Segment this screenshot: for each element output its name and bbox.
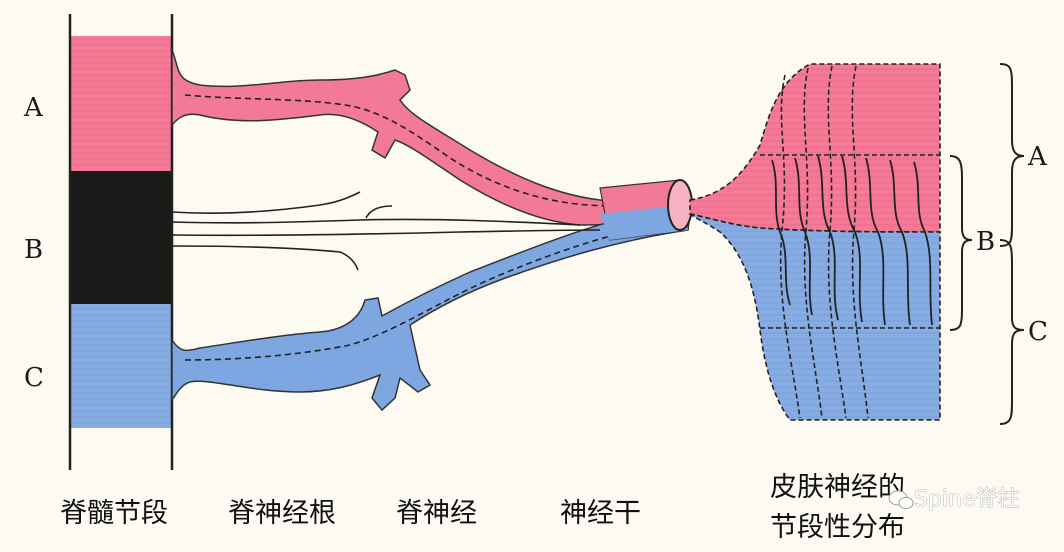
black-root-upper <box>171 191 361 214</box>
trunk-blue-half <box>600 205 688 240</box>
watermark: Spine脊柱 <box>888 487 1020 512</box>
caption-nerve-root: 脊神经根 <box>228 498 336 529</box>
brace-b <box>949 155 973 331</box>
brace-label-a: A <box>1027 142 1048 172</box>
brace-c <box>999 239 1025 425</box>
pink-dashed-axon <box>184 94 691 207</box>
brace-a <box>999 63 1025 247</box>
skin-blue-region <box>689 213 941 421</box>
right-braces <box>949 63 1025 425</box>
segment-label-c: C <box>24 363 44 393</box>
nerve-trunk <box>599 179 693 241</box>
caption-skin-line1: 皮肤神经的 <box>770 472 905 503</box>
wechat-icon <box>888 490 914 509</box>
skin-nerve-lines <box>771 155 933 326</box>
brace-label-c: C <box>1028 317 1048 347</box>
black-root-mid <box>171 229 601 237</box>
spinal-segments <box>68 14 174 470</box>
segment-label-a: A <box>23 93 44 123</box>
skin-dashed-lines <box>779 65 869 419</box>
caption-nerve-trunk: 神经干 <box>560 498 641 529</box>
watermark-text: Spine脊柱 <box>914 487 1020 512</box>
segment-label-b: B <box>24 235 43 265</box>
skin-distribution <box>689 63 941 421</box>
segment-a-block <box>70 36 172 171</box>
nerve-path-c <box>171 207 691 412</box>
brace-label-b: B <box>976 227 995 257</box>
trunk-end-cap <box>667 179 693 231</box>
black-root-upper-2 <box>171 218 581 226</box>
caption-spinal-nerve: 脊神经 <box>396 498 477 529</box>
segment-c-block <box>70 304 172 428</box>
black-branch <box>365 205 393 219</box>
nerve-path-b <box>171 191 601 271</box>
skin-pink-region <box>689 63 941 233</box>
caption-skin-line2: 节段性分布 <box>770 512 905 543</box>
caption-spinal-segment: 脊髓节段 <box>60 498 168 529</box>
black-root-lower <box>171 245 359 271</box>
segment-b-block <box>70 171 172 304</box>
